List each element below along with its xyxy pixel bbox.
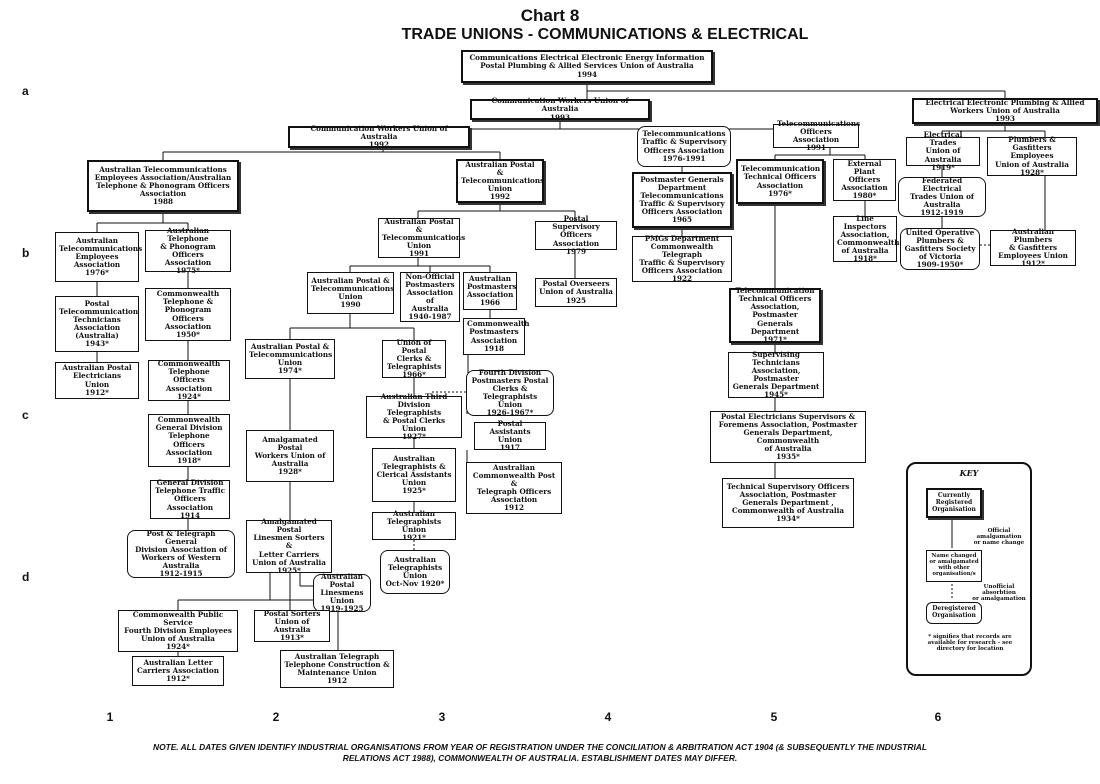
key-unofficial: Unofficial absorbtion or amalgamation bbox=[972, 584, 1026, 603]
node-tsoa: Technical Supervisory Officers Associati… bbox=[722, 478, 854, 528]
row-label-a: a bbox=[22, 84, 29, 98]
node-sta-pmgd: Supervising Technicians Association, Pos… bbox=[728, 350, 824, 399]
footnote: NOTE. ALL DATES GIVEN IDENTIFY INDUSTRIA… bbox=[153, 742, 927, 763]
column-label-6: 6 bbox=[934, 710, 942, 724]
node-attcm: Australian Telegraph Telephone Construct… bbox=[280, 650, 394, 688]
node-epoa: External Plant Officers Association 1980… bbox=[833, 159, 896, 201]
node-atpoa: Australian Telephone & Phonogram Officer… bbox=[145, 226, 231, 275]
node-cpsfde: Commonwealth Public Service Fourth Divis… bbox=[118, 610, 238, 652]
node-apeu: Australian Postal Electricians Union 191… bbox=[55, 362, 139, 399]
column-label-1: 1 bbox=[106, 710, 114, 724]
key-lines bbox=[951, 516, 953, 600]
node-atea: Australian Telecommunications Employees … bbox=[55, 232, 142, 282]
node-aptu-1992: Australian Postal & Telecommunications U… bbox=[456, 159, 544, 203]
node-lia: Line Inspectors Association, Commonwealt… bbox=[833, 214, 899, 263]
node-atu-1921: Australian Telegraphists Union 1921* bbox=[372, 509, 456, 542]
node-ttoa-pmgd: Telecommunication Technical Officers Ass… bbox=[729, 287, 821, 343]
legend-key: KEY Currently Registered Organisation Of… bbox=[906, 462, 1032, 676]
key-footnote: * signifies that records are available f… bbox=[927, 634, 1013, 653]
key-title: KEY bbox=[959, 468, 979, 478]
node-atcau: Australian Telegraphists & Clerical Assi… bbox=[372, 448, 456, 502]
node-cepu: Communications Electrical Electronic Ene… bbox=[461, 50, 713, 83]
node-pmg-ctsoa: PMGs Department Commonwealth Telegraph T… bbox=[632, 234, 732, 283]
node-pgeu: Plumbers & Gasfitters Employees Union of… bbox=[987, 136, 1077, 176]
node-pesfa: Postal Electricians Supervisors & Foreme… bbox=[710, 411, 866, 463]
node-acptoa: Australian Commonwealth Post & Telegraph… bbox=[466, 462, 562, 514]
node-apwu: Amalgamated Postal Workers Union of Aust… bbox=[246, 430, 334, 482]
node-psoa: Postal Supervisory Officers Association … bbox=[535, 215, 617, 255]
node-nopaa: Non-Official Postmasters Association of … bbox=[400, 272, 460, 322]
column-label-3: 3 bbox=[438, 710, 446, 724]
key-registered: Currently Registered Organisation bbox=[926, 488, 982, 518]
row-label-c: c bbox=[22, 408, 29, 422]
node-pmgd-ttsoa: Postmaster Generals Department Telecommu… bbox=[632, 172, 732, 228]
node-atdtpcu: Australian Third Division Telegraphists … bbox=[366, 392, 462, 441]
node-apgeu: Australian Plumbers & Gasfitters Employe… bbox=[990, 227, 1076, 268]
node-alca: Australian Letter Carriers Association 1… bbox=[132, 656, 224, 686]
node-toa-1991: Telecommunications Officers Association … bbox=[773, 119, 860, 152]
node-ctoa: Commonwealth Telephone Officers Associat… bbox=[148, 360, 230, 401]
node-ptgd: Post & Telegraph General Division Associ… bbox=[127, 529, 235, 578]
node-cwu-1992: Communication Workers Union of Australia… bbox=[288, 124, 470, 149]
node-ptta: Postal Telecommunication Technicians Ass… bbox=[55, 296, 139, 352]
column-label-2: 2 bbox=[272, 710, 280, 724]
node-psu: Postal Sorters Union of Australia 1913* bbox=[254, 609, 330, 642]
chart-subtitle: TRADE UNIONS - COMMUNICATIONS & ELECTRIC… bbox=[401, 26, 809, 43]
node-cgdtoa: Commonwealth General Division Telephone … bbox=[148, 414, 230, 467]
key-changed: Name changed or amalgamated with other o… bbox=[926, 550, 982, 582]
node-aptu-1974: Australian Postal & Telecommunications U… bbox=[245, 339, 335, 379]
node-eepau: Electrical Electronic Plumbing & Allied … bbox=[912, 98, 1098, 124]
row-label-d: d bbox=[22, 570, 30, 584]
node-atu-1920: Australian Telegraphists Union Oct-Nov 1… bbox=[380, 550, 450, 594]
node-cwu-1993: Communication Workers Union of Australia… bbox=[470, 97, 650, 121]
node-aplslc: Amalgamated Postal Linesmen Sorters & Le… bbox=[246, 518, 332, 574]
node-etu: Electrical Trades Union of Australia 191… bbox=[906, 131, 980, 171]
node-ttsoa: Telecommunications Traffic & Supervisory… bbox=[637, 126, 731, 167]
node-cpa: Commonwealth Postmasters Association 191… bbox=[463, 318, 529, 355]
node-fdppc: Fourth Division Postmasters Postal Clerk… bbox=[466, 368, 554, 417]
node-apa: Australian Postmasters Association 1966 bbox=[463, 272, 517, 310]
row-label-b: b bbox=[22, 246, 30, 260]
node-aplu: Australian Postal Linesmens Union 1919-1… bbox=[313, 572, 371, 613]
node-fetu: Federated Electrical Trades Union of Aus… bbox=[898, 176, 986, 217]
node-upct: Union of Postal Clerks & Telegraphists 1… bbox=[382, 338, 446, 379]
node-atea-atpoa: Australian Telecommunications Employees … bbox=[87, 160, 239, 212]
node-ctpoa: Commonwealth Telephone & Phonogram Offic… bbox=[145, 288, 231, 341]
node-aptu-1990: Australian Postal & Telecommunications U… bbox=[307, 272, 394, 314]
node-gdttoa: General Division Telephone Traffic Offic… bbox=[150, 479, 230, 519]
chart-title: Chart 8 bbox=[520, 6, 580, 25]
node-paau: Postal Assistants Union 1917 bbox=[474, 419, 546, 452]
node-ttoa: Telecommunication Technical Officers Ass… bbox=[736, 159, 824, 204]
key-official: Official amalgamation or name change bbox=[973, 528, 1025, 547]
node-aptu-1991: Australian Postal & Telecommunications U… bbox=[378, 217, 465, 258]
key-deregistered: Deregistered Organisation bbox=[926, 602, 982, 624]
node-uopgs: United Operative Plumbers & Gasfitters S… bbox=[900, 228, 980, 270]
column-label-4: 4 bbox=[604, 710, 612, 724]
node-pouа: Postal Overseers Union of Australia 1925 bbox=[535, 278, 617, 307]
column-label-5: 5 bbox=[770, 710, 778, 724]
